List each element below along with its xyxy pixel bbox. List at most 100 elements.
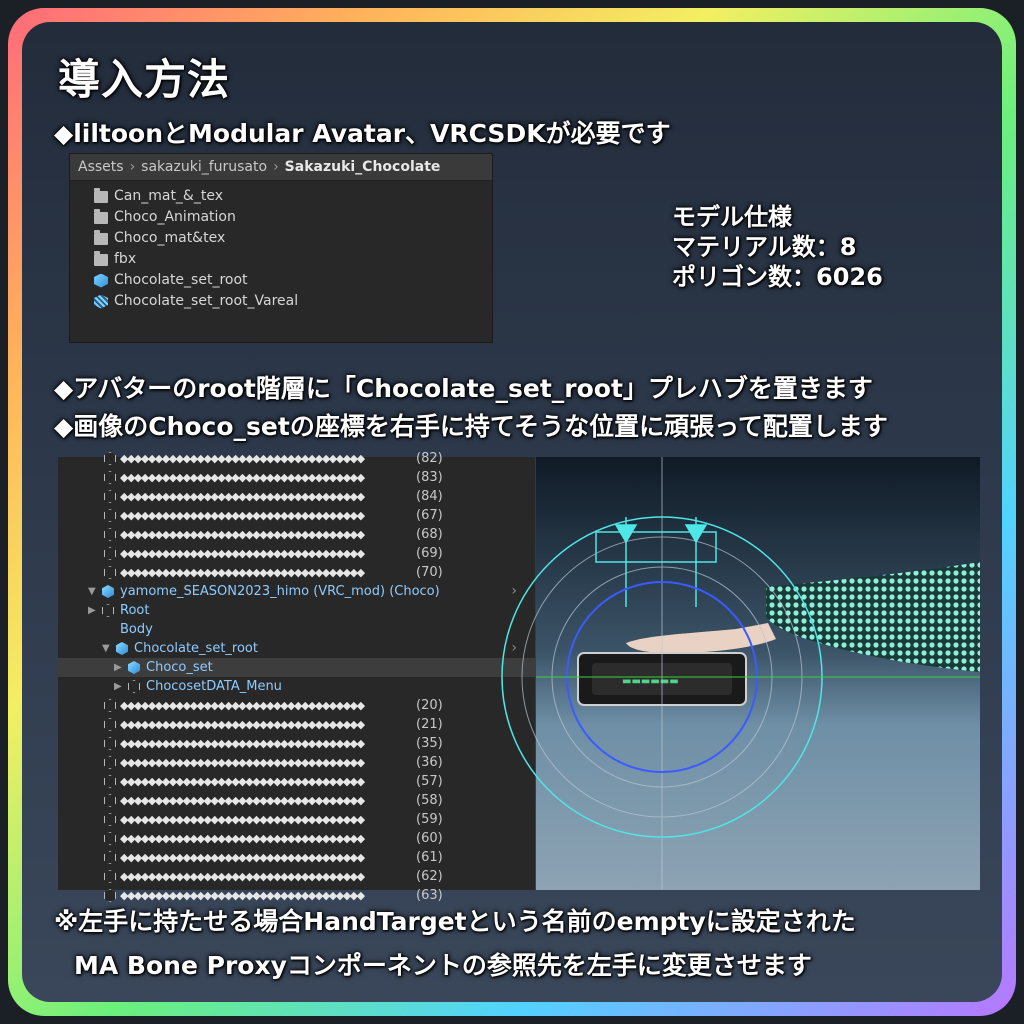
row-index: (35) bbox=[416, 736, 443, 751]
row-index: (83) bbox=[416, 470, 443, 485]
row-index: (63) bbox=[416, 888, 443, 903]
hierarchy-row[interactable]: ▼Chocolate_set_root› bbox=[58, 639, 535, 658]
hierarchy-row[interactable]: ◆◆◆◆◆◆◆◆◆◆◆◆◆◆◆◆◆◆◆◆◆◆◆◆◆◆◆◆◆◆◆◆◆◆◆(57) bbox=[58, 772, 535, 791]
gameobject-icon bbox=[104, 718, 116, 731]
gameobject-icon bbox=[128, 680, 140, 693]
project-item[interactable]: Choco_mat&tex bbox=[70, 228, 492, 249]
expand-arrow-icon[interactable]: ▶ bbox=[88, 605, 96, 616]
row-index: (59) bbox=[416, 812, 443, 827]
gameobject-icon bbox=[104, 832, 116, 845]
step-adjust-position: ◆画像のChoco_setの座標を右手に持てそうな位置に頑張って配置します bbox=[54, 412, 888, 441]
hierarchy-row[interactable]: ◆◆◆◆◆◆◆◆◆◆◆◆◆◆◆◆◆◆◆◆◆◆◆◆◆◆◆◆◆◆◆◆◆◆◆ (62) bbox=[58, 867, 535, 886]
hierarchy-row[interactable]: Body bbox=[58, 620, 535, 639]
gameobject-icon bbox=[104, 699, 116, 712]
breadcrumb-folder[interactable]: sakazuki_furusato bbox=[141, 159, 268, 175]
project-item[interactable]: Chocolate_set_root bbox=[70, 270, 492, 291]
breadcrumb: Assets›sakazuki_furusato›Sakazuki_Chocol… bbox=[70, 154, 492, 181]
hierarchy-row[interactable]: ▶Choco_set bbox=[58, 658, 535, 677]
gameobject-icon bbox=[128, 661, 140, 674]
row-index: (36) bbox=[416, 755, 443, 770]
expand-arrow-icon[interactable]: ▼ bbox=[88, 586, 96, 597]
hierarchy-row[interactable]: ◆◆◆◆◆◆◆◆◆◆◆◆◆◆◆◆◆◆◆◆◆◆◆◆◆◆◆◆◆◆◆◆◆◆◆ (60) bbox=[58, 829, 535, 848]
hierarchy-row[interactable]: ▶ ChocosetDATA_Menu bbox=[58, 677, 535, 696]
scene-view[interactable]: ▬▬▬▬▬▬ bbox=[501, 457, 980, 890]
row-index: (67) bbox=[416, 508, 443, 523]
gameobject-icon bbox=[104, 547, 116, 560]
hierarchy-row-label: ◆◆◆◆◆◆◆◆◆◆◆◆◆◆◆◆◆◆◆◆◆◆◆◆◆◆◆◆◆◆◆◆◆◆◆ bbox=[120, 528, 365, 541]
gameobject-icon bbox=[104, 851, 116, 864]
hierarchy-row[interactable]: ◆◆◆◆◆◆◆◆◆◆◆◆◆◆◆◆◆◆◆◆◆◆◆◆◆◆◆◆◆◆◆◆◆◆◆(35) bbox=[58, 734, 535, 753]
hierarchy-row[interactable]: ◆◆◆◆◆◆◆◆◆◆◆◆◆◆◆◆◆◆◆◆◆◆◆◆◆◆◆◆◆◆◆◆◆◆◆ (20) bbox=[58, 696, 535, 715]
gameobject-icon bbox=[104, 566, 116, 579]
hierarchy-row-label: ◆◆◆◆◆◆◆◆◆◆◆◆◆◆◆◆◆◆◆◆◆◆◆◆◆◆◆◆◆◆◆◆◆◆◆ bbox=[120, 490, 365, 503]
hierarchy-row-label: ◆◆◆◆◆◆◆◆◆◆◆◆◆◆◆◆◆◆◆◆◆◆◆◆◆◆◆◆◆◆◆◆◆◆◆ bbox=[120, 870, 365, 883]
hierarchy-row[interactable]: ◆◆◆◆◆◆◆◆◆◆◆◆◆◆◆◆◆◆◆◆◆◆◆◆◆◆◆◆◆◆◆◆◆◆◆ (84) bbox=[58, 487, 535, 506]
project-item[interactable]: Choco_Animation bbox=[70, 207, 492, 228]
project-item[interactable]: fbx bbox=[70, 249, 492, 270]
folder-icon bbox=[94, 229, 108, 245]
step-place-prefab: ◆アバターのroot階層に「Chocolate_set_root」プレハブを置き… bbox=[54, 374, 873, 403]
row-index: (69) bbox=[416, 546, 443, 561]
hierarchy-row-label: ◆◆◆◆◆◆◆◆◆◆◆◆◆◆◆◆◆◆◆◆◆◆◆◆◆◆◆◆◆◆◆◆◆◆◆ bbox=[120, 851, 365, 864]
breadcrumb-assets[interactable]: Assets bbox=[78, 159, 124, 175]
scene-illustration: ▬▬▬▬▬▬ bbox=[501, 457, 980, 890]
gameobject-icon bbox=[104, 813, 116, 826]
hierarchy-row-label: ◆◆◆◆◆◆◆◆◆◆◆◆◆◆◆◆◆◆◆◆◆◆◆◆◆◆◆◆◆◆◆◆◆◆◆ bbox=[120, 832, 365, 845]
gameobject-icon bbox=[104, 737, 116, 750]
hierarchy-row[interactable]: ◆◆◆◆◆◆◆◆◆◆◆◆◆◆◆◆◆◆◆◆◆◆◆◆◆◆◆◆◆◆◆◆◆◆◆(58) bbox=[58, 791, 535, 810]
svg-text:▬▬▬▬▬▬: ▬▬▬▬▬▬ bbox=[622, 676, 679, 687]
hierarchy-row[interactable]: ◆◆◆◆◆◆◆◆◆◆◆◆◆◆◆◆◆◆◆◆◆◆◆◆◆◆◆◆◆◆◆◆◆◆◆(59) bbox=[58, 810, 535, 829]
expand-arrow-icon[interactable]: ▶ bbox=[114, 662, 122, 673]
gameobject-icon bbox=[104, 471, 116, 484]
row-index: (21) bbox=[416, 717, 443, 732]
gameobject-icon bbox=[104, 528, 116, 541]
row-index: (62) bbox=[416, 869, 443, 884]
hierarchy-row-label: ◆◆◆◆◆◆◆◆◆◆◆◆◆◆◆◆◆◆◆◆◆◆◆◆◆◆◆◆◆◆◆◆◆◆◆ bbox=[120, 889, 365, 902]
hierarchy-row-label: ChocosetDATA_Menu bbox=[146, 679, 282, 694]
content-panel: 導入方法 ◆liltoonとModular Avatar、VRCSDKが必要です… bbox=[22, 22, 1002, 1002]
hierarchy-row[interactable]: ◆◆◆◆◆◆◆◆◆◆◆◆◆◆◆◆◆◆◆◆◆◆◆◆◆◆◆◆◆◆◆◆◆◆◆(21) bbox=[58, 715, 535, 734]
hierarchy-row[interactable]: ◆◆◆◆◆◆◆◆◆◆◆◆◆◆◆◆◆◆◆◆◆◆◆◆◆◆◆◆◆◆◆◆◆◆◆ (63) bbox=[58, 886, 535, 905]
row-index: (68) bbox=[416, 527, 443, 542]
expand-arrow-icon[interactable]: ▼ bbox=[102, 643, 110, 654]
hierarchy-row[interactable]: ◆◆◆◆◆◆◆◆◆◆◆◆◆◆◆◆◆◆◆◆◆◆◆◆◆◆◆◆◆◆◆◆◆◆◆(83) bbox=[58, 468, 535, 487]
hierarchy-row-label: yamome_SEASON2023_himo (VRC_mod) (Choco) bbox=[120, 584, 440, 599]
row-index: (84) bbox=[416, 489, 443, 504]
hierarchy-row[interactable]: ◆◆◆◆◆◆◆◆◆◆◆◆◆◆◆◆◆◆◆◆◆◆◆◆◆◆◆◆◆◆◆◆◆◆◆(36) bbox=[58, 753, 535, 772]
hierarchy-row[interactable]: ◆◆◆◆◆◆◆◆◆◆◆◆◆◆◆◆◆◆◆◆◆◆◆◆◆◆◆◆◆◆◆◆◆◆◆(61) bbox=[58, 848, 535, 867]
hierarchy-row[interactable]: ◆◆◆◆◆◆◆◆◆◆◆◆◆◆◆◆◆◆◆◆◆◆◆◆◆◆◆◆◆◆◆◆◆◆◆(82) bbox=[58, 449, 535, 468]
row-index: (20) bbox=[416, 698, 443, 713]
expand-arrow-icon[interactable]: ▶ bbox=[114, 681, 122, 692]
row-index: (57) bbox=[416, 774, 443, 789]
gameobject-icon bbox=[104, 889, 116, 902]
hierarchy-row-label: Root bbox=[120, 603, 150, 618]
hierarchy-row-label: ◆◆◆◆◆◆◆◆◆◆◆◆◆◆◆◆◆◆◆◆◆◆◆◆◆◆◆◆◆◆◆◆◆◆◆ bbox=[120, 509, 365, 522]
project-item[interactable]: Can_mat_&_tex bbox=[70, 186, 492, 207]
gameobject-icon bbox=[104, 490, 116, 503]
hierarchy-row[interactable]: ◆◆◆◆◆◆◆◆◆◆◆◆◆◆◆◆◆◆◆◆◆◆◆◆◆◆◆◆◆◆◆◆◆◆◆ (70) bbox=[58, 563, 535, 582]
hierarchy-row[interactable]: ◆◆◆◆◆◆◆◆◆◆◆◆◆◆◆◆◆◆◆◆◆◆◆◆◆◆◆◆◆◆◆◆◆◆◆ (68) bbox=[58, 525, 535, 544]
hierarchy-row[interactable]: ▶ Root bbox=[58, 601, 535, 620]
folder-icon bbox=[94, 208, 108, 224]
gameobject-icon bbox=[104, 509, 116, 522]
gameobject-icon bbox=[104, 775, 116, 788]
hierarchy-row[interactable]: ◆◆◆◆◆◆◆◆◆◆◆◆◆◆◆◆◆◆◆◆◆◆◆◆◆◆◆◆◆◆◆◆◆◆◆(69) bbox=[58, 544, 535, 563]
hierarchy-row-label: ◆◆◆◆◆◆◆◆◆◆◆◆◆◆◆◆◆◆◆◆◆◆◆◆◆◆◆◆◆◆◆◆◆◆◆ bbox=[120, 794, 365, 807]
breadcrumb-current[interactable]: Sakazuki_Chocolate bbox=[284, 159, 441, 175]
chevron-right-icon[interactable]: › bbox=[511, 640, 517, 656]
hierarchy-row-label: ◆◆◆◆◆◆◆◆◆◆◆◆◆◆◆◆◆◆◆◆◆◆◆◆◆◆◆◆◆◆◆◆◆◆◆ bbox=[120, 566, 365, 579]
model-spec: モデル仕様 マテリアル数：8 ポリゴン数：6026 bbox=[672, 202, 883, 292]
hierarchy-row-label: ◆◆◆◆◆◆◆◆◆◆◆◆◆◆◆◆◆◆◆◆◆◆◆◆◆◆◆◆◆◆◆◆◆◆◆ bbox=[120, 699, 365, 712]
spec-materials: マテリアル数：8 bbox=[672, 233, 857, 261]
hierarchy-row[interactable]: ◆◆◆◆◆◆◆◆◆◆◆◆◆◆◆◆◆◆◆◆◆◆◆◆◆◆◆◆◆◆◆◆◆◆◆ (67) bbox=[58, 506, 535, 525]
hierarchy-row[interactable]: ▼ yamome_SEASON2023_himo (VRC_mod) (Choco… bbox=[58, 582, 535, 601]
gameobject-icon bbox=[116, 642, 128, 655]
row-index: (70) bbox=[416, 565, 443, 580]
prefab-variant-icon bbox=[94, 294, 108, 309]
gameobject-icon bbox=[102, 585, 114, 598]
project-item[interactable]: Chocolate_set_root_Vareal bbox=[70, 291, 492, 312]
chevron-right-icon[interactable]: › bbox=[511, 583, 517, 599]
row-index: (60) bbox=[416, 831, 443, 846]
gameobject-icon bbox=[104, 794, 116, 807]
prefab-icon bbox=[94, 273, 108, 288]
